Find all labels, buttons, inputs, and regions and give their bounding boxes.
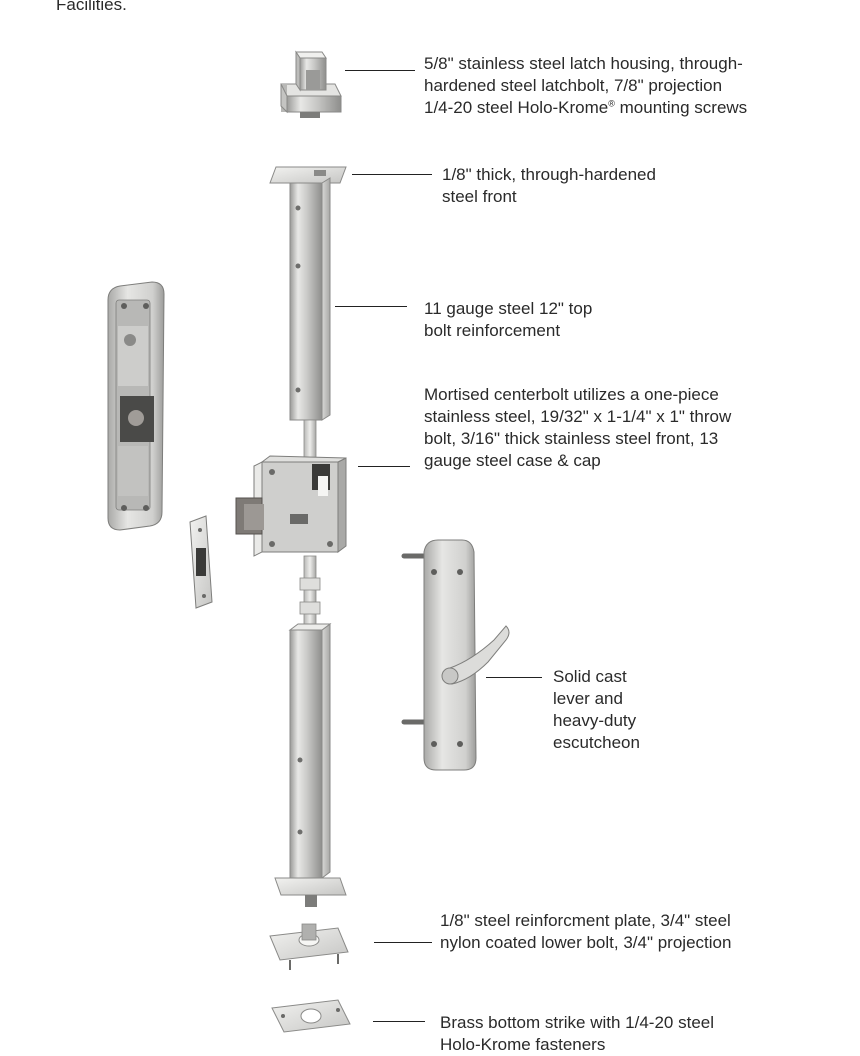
leader-line-reinforcement-plate bbox=[374, 942, 432, 943]
callout-latch-housing-line1: 5/8" stainless steel latch housing, thro… bbox=[424, 54, 743, 73]
callout-centerbolt-line3: bolt, 3/16" thick stainless steel front,… bbox=[424, 429, 719, 448]
bottom-strike-part bbox=[271, 999, 351, 1033]
leader-line-lever bbox=[486, 677, 542, 678]
callout-top-bolt: 11 gauge steel 12" top bolt reinforcemen… bbox=[424, 298, 592, 342]
callout-latch-housing-line3-post: mounting screws bbox=[614, 98, 748, 117]
callout-bottom-strike: Brass bottom strike with 1/4-20 steel Ho… bbox=[440, 1012, 714, 1056]
center-rod-lower bbox=[303, 555, 317, 629]
callout-reinforcement-plate-line1: 1/8" steel reinforcment plate, 3/4" stee… bbox=[440, 911, 731, 930]
leader-line-bottom-strike bbox=[373, 1021, 425, 1022]
leader-line-latch-housing bbox=[345, 70, 415, 71]
callout-reinforcement-plate-line2: nylon coated lower bolt, 3/4" projection bbox=[440, 933, 732, 952]
registered-mark: ® bbox=[608, 98, 615, 109]
callout-latch-housing: 5/8" stainless steel latch housing, thro… bbox=[424, 53, 747, 119]
lower-bolt-tube bbox=[274, 623, 347, 907]
callout-bottom-strike-line2: Holo-Krome fasteners bbox=[440, 1035, 606, 1054]
lever-escutcheon-part bbox=[401, 539, 510, 771]
top-bolt-reinforcement bbox=[289, 177, 331, 421]
callout-top-bolt-line2: bolt reinforcement bbox=[424, 321, 561, 340]
callout-centerbolt-line1: Mortised centerbolt utilizes a one-piece bbox=[424, 385, 719, 404]
leader-line-top-bolt bbox=[335, 306, 407, 307]
reinforcement-plate-part bbox=[269, 923, 349, 970]
callout-centerbolt-line4: gauge steel case & cap bbox=[424, 451, 601, 470]
callout-lever-line2: lever and bbox=[553, 689, 623, 708]
callout-top-bolt-line1: 11 gauge steel 12" top bbox=[424, 299, 593, 318]
callout-reinforcement-plate: 1/8" steel reinforcment plate, 3/4" stee… bbox=[440, 910, 731, 954]
callout-latch-housing-line3: 1/4-20 steel Holo-Krome® mounting screws bbox=[424, 97, 747, 119]
steel-front-plate bbox=[269, 166, 347, 184]
latch-strike-plate bbox=[189, 515, 213, 609]
callout-lever-line4: escutcheon bbox=[553, 733, 640, 752]
callout-latch-housing-line2: hardened steel latchbolt, 7/8" projectio… bbox=[424, 76, 723, 95]
callout-lever-line1: Solid cast bbox=[553, 667, 627, 686]
callout-lever-line3: heavy-duty bbox=[553, 711, 637, 730]
leader-line-steel-front bbox=[352, 174, 432, 175]
center-rod-upper bbox=[303, 419, 317, 459]
callout-bottom-strike-line1: Brass bottom strike with 1/4-20 steel bbox=[440, 1013, 715, 1032]
mortise-centerbolt-part bbox=[235, 455, 347, 557]
latch-housing-part bbox=[280, 50, 342, 118]
leader-line-centerbolt bbox=[358, 466, 410, 467]
inside-escutcheon-part bbox=[107, 281, 165, 531]
callout-steel-front: 1/8" thick, through-hardened steel front bbox=[442, 164, 656, 208]
callout-lever: Solid cast lever and heavy-duty escutche… bbox=[553, 666, 640, 754]
header-fragment: Facilities. bbox=[56, 0, 127, 14]
callout-latch-housing-line3-pre: 1/4-20 steel Holo-Krome bbox=[424, 98, 609, 117]
callout-steel-front-line2: steel front bbox=[442, 187, 517, 206]
callout-centerbolt-line2: stainless steel, 19/32" x 1-1/4" x 1" th… bbox=[424, 407, 732, 426]
callout-centerbolt: Mortised centerbolt utilizes a one-piece… bbox=[424, 384, 731, 472]
callout-steel-front-line1: 1/8" thick, through-hardened bbox=[442, 165, 656, 184]
